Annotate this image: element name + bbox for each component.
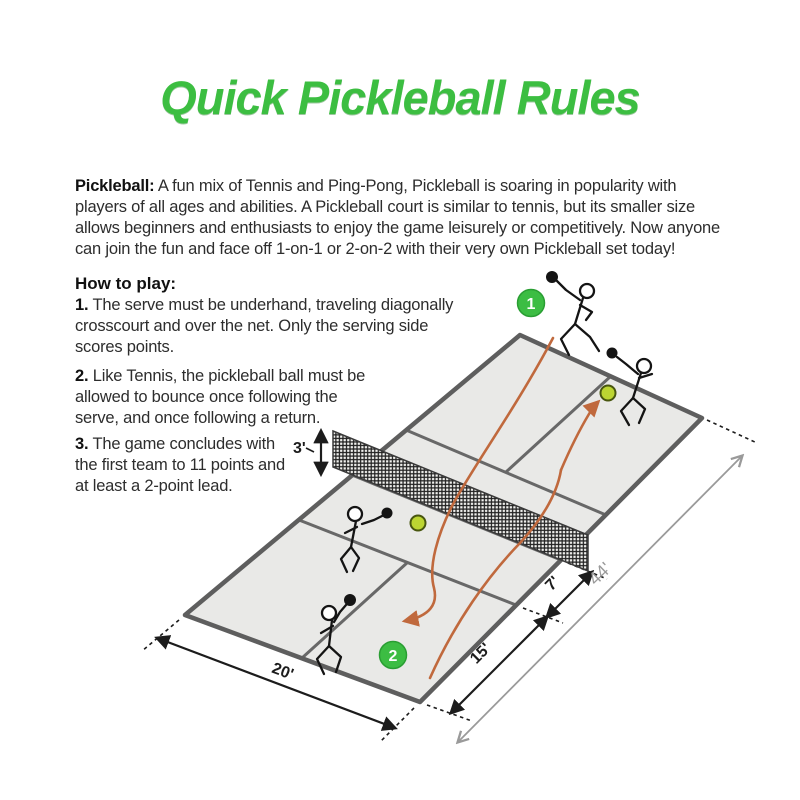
intro-paragraph: Pickleball: A fun mix of Tennis and Ping… xyxy=(75,176,720,260)
return-trajectory-bounce xyxy=(428,468,563,680)
dim-kitchen-depth: 7' xyxy=(542,569,595,620)
how-to-play-heading: How to play: xyxy=(75,274,177,293)
rule-1-number: 1. xyxy=(75,296,89,314)
paddle-icon xyxy=(381,507,393,519)
label-20ft: 20' xyxy=(269,660,295,684)
serve-trajectory xyxy=(401,336,555,627)
pickleballs xyxy=(409,384,617,532)
label-44ft: 44' xyxy=(584,558,615,589)
dim-court-width: 20' xyxy=(154,635,398,731)
players xyxy=(315,271,654,676)
marker-return-label: 2 xyxy=(389,648,398,665)
marker-return: 2 xyxy=(378,640,408,670)
player-near-net xyxy=(339,505,393,574)
rule-3: 3. The game concludes with the first tea… xyxy=(75,434,285,497)
rule-1: 1. The serve must be underhand, travelin… xyxy=(75,295,453,358)
net: 3' xyxy=(293,427,589,573)
trajectories xyxy=(401,336,601,680)
paddle-icon xyxy=(344,594,356,606)
player-receiver-far xyxy=(606,347,654,427)
rule-3-number: 3. xyxy=(75,435,89,453)
rule-2-text: Like Tennis, the pickleball ball must be… xyxy=(75,367,366,427)
dim-net-height: 3' xyxy=(293,427,329,478)
rule-1-text: The serve must be underhand, traveling d… xyxy=(75,296,454,356)
rule-2-number: 2. xyxy=(75,367,89,385)
court xyxy=(182,332,705,705)
intro-lead: Pickleball: xyxy=(75,177,155,195)
return-trajectory-rise xyxy=(559,399,601,472)
paddle-icon xyxy=(606,347,618,359)
paddle-icon xyxy=(546,271,558,283)
marker-serve: 1 xyxy=(516,288,546,318)
net-band xyxy=(332,429,589,573)
ball-far-court xyxy=(599,384,617,402)
label-3ft: 3' xyxy=(293,440,306,457)
player-near-baseline xyxy=(315,594,356,676)
rule-3-text: The game concludes with the first team t… xyxy=(75,435,285,495)
court-outline xyxy=(182,332,705,705)
step-markers: 1 2 xyxy=(378,288,546,670)
marker-serve-label: 1 xyxy=(527,296,536,313)
intro-text: A fun mix of Tennis and Ping-Pong, Pickl… xyxy=(75,177,721,258)
player-server-far xyxy=(546,271,601,357)
rule-2: 2. Like Tennis, the pickleball ball must… xyxy=(75,366,365,429)
page-title: Quick Pickleball Rules xyxy=(160,71,641,124)
ball-near-net xyxy=(409,514,427,532)
